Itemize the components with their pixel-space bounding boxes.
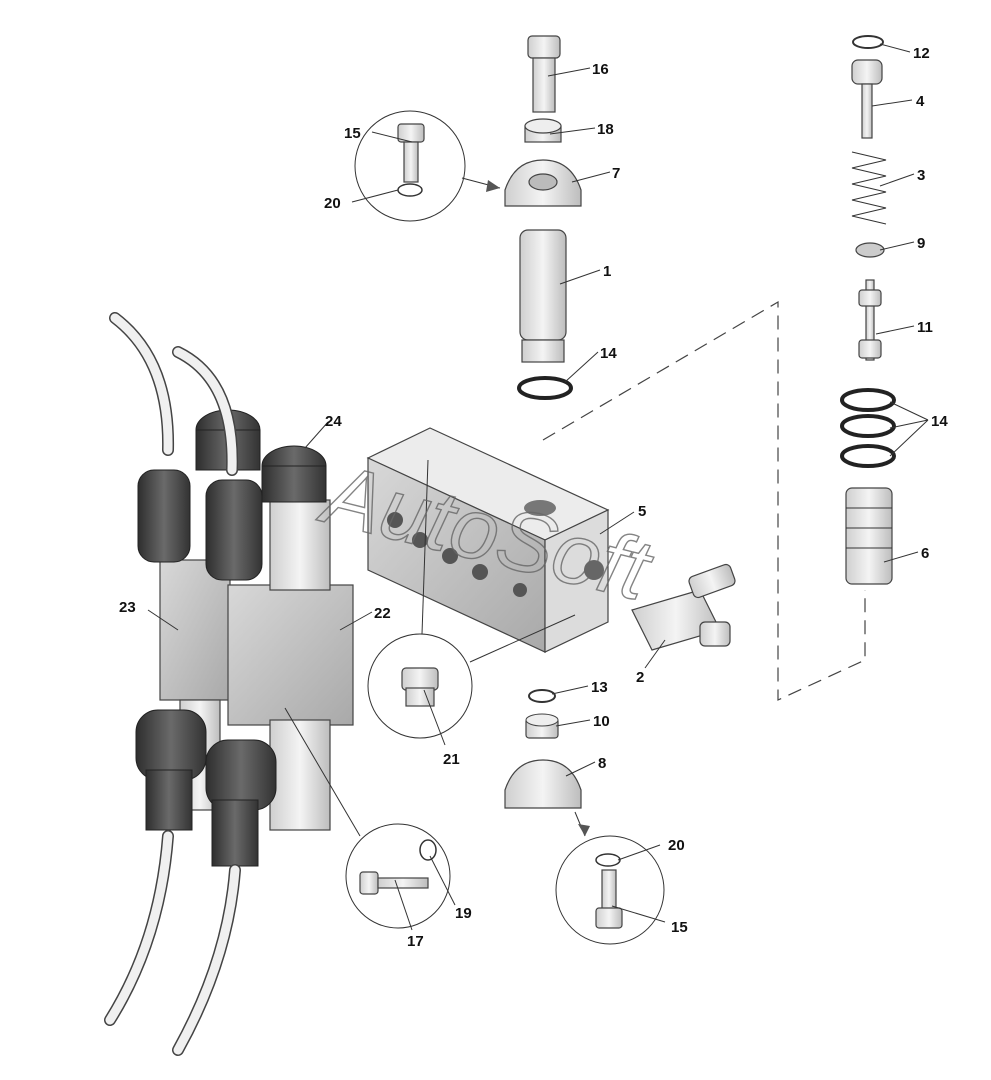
callout-24: 24 — [325, 413, 342, 430]
callout-14-top: 14 — [600, 345, 617, 362]
part-22-solenoid-right — [227, 499, 354, 831]
callout-19: 19 — [455, 905, 472, 922]
callout-9: 9 — [917, 235, 925, 252]
connector-plugs — [135, 469, 277, 867]
callout-11: 11 — [917, 319, 933, 336]
callout-2: 2 — [636, 669, 644, 686]
callout-5: 5 — [638, 503, 646, 520]
part-9-washer — [855, 242, 885, 258]
leader-lines — [147, 43, 929, 931]
part-14-oring-top — [517, 376, 573, 400]
callout-8: 8 — [598, 755, 606, 772]
part-2-fitting — [631, 563, 736, 651]
part-18-nut — [524, 118, 562, 143]
callout-15-bottom: 15 — [671, 919, 688, 936]
part-4-pin — [851, 59, 883, 139]
part-12-ring — [852, 35, 884, 49]
callout-13: 13 — [591, 679, 608, 696]
detail-circle-top-left — [354, 110, 501, 222]
callout-14-right: 14 — [931, 413, 948, 430]
part-16-bolt — [527, 35, 561, 113]
callout-10: 10 — [593, 713, 610, 730]
detail-circle-plug — [367, 459, 576, 739]
part-14-orings-right — [840, 388, 896, 468]
part-3-spring — [851, 151, 887, 225]
callout-21: 21 — [443, 751, 460, 768]
callout-22: 22 — [374, 605, 391, 622]
callout-20-top: 20 — [324, 195, 341, 212]
part-13-ring — [528, 689, 556, 703]
part-5-valve-block — [366, 427, 610, 653]
callout-labels: 16 18 7 1 14 12 4 3 9 11 14 6 5 2 13 10 … — [119, 45, 948, 950]
callout-6: 6 — [921, 545, 929, 562]
callout-1: 1 — [603, 263, 611, 280]
part-1-sleeve — [519, 229, 567, 363]
callout-12: 12 — [913, 45, 930, 62]
callout-20-bottom: 20 — [668, 837, 685, 854]
part-11-spool — [858, 279, 882, 361]
part-10-nut — [525, 713, 559, 739]
part-7-flange-cap — [504, 159, 582, 207]
part-6-cartridge — [845, 487, 893, 585]
callout-7: 7 — [612, 165, 620, 182]
callout-16: 16 — [592, 61, 609, 78]
callout-18: 18 — [597, 121, 614, 138]
part-8-flange-cap — [504, 759, 582, 809]
callout-4: 4 — [916, 93, 925, 110]
part-24-coil-cap — [195, 409, 327, 503]
detail-circle-bottom-right — [555, 811, 665, 945]
cables — [104, 312, 241, 1056]
callout-23: 23 — [119, 599, 136, 616]
assembly-dashed-line — [542, 300, 866, 701]
callout-17: 17 — [407, 933, 424, 950]
callout-15-top: 15 — [344, 125, 361, 142]
callout-3: 3 — [917, 167, 925, 184]
detail-circle-bottom-left — [284, 707, 451, 929]
